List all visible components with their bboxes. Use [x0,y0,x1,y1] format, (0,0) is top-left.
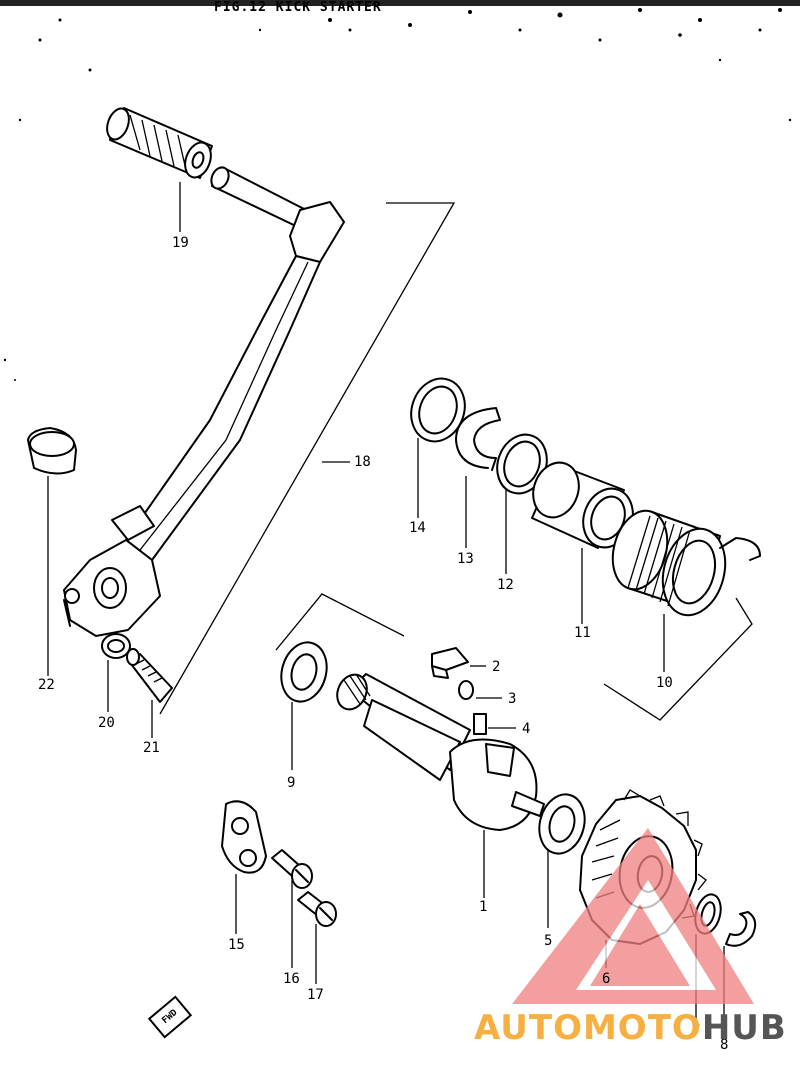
callout-10: 10 [656,675,673,691]
watermark-logo-icon [512,828,754,1004]
callout-13: 13 [457,551,474,567]
part-19-grip [106,107,213,179]
part-21-bolt [126,648,173,703]
part-3-pin [458,680,474,700]
scan-noise [0,0,800,381]
callout-19: 19 [172,235,189,251]
callout-17: 17 [307,987,324,1003]
callout-4: 4 [522,721,531,737]
callout-12: 12 [497,577,514,593]
part-4-spring [473,713,487,735]
watermark-text: AUTOMOTOHUB [474,1008,787,1048]
part-5-washer [538,793,586,855]
part-11-sleeve [531,461,634,549]
part-2-key [431,647,469,679]
figure-title: FIG.12 KICK STARTER [214,0,382,15]
callout-15: 15 [228,937,245,953]
part-1-kick-shaft [336,673,545,831]
callout-18: 18 [354,454,371,470]
callout-8: 8 [720,1037,729,1053]
callout-16: 16 [283,971,300,987]
callout-1: 1 [479,899,488,915]
part-12-washer [496,433,548,495]
callout-3: 3 [508,691,517,707]
watermark-text-b: HUB [701,1008,787,1048]
callout-2: 2 [492,659,501,675]
callout-6: 6 [602,971,611,987]
part-22-cap [27,427,77,475]
callout-9: 9 [287,775,296,791]
part-17-screw [297,891,337,927]
callout-11: 11 [574,625,591,641]
group-brackets [159,202,753,721]
part-16-screw [271,849,313,889]
part-9-washer [280,641,328,703]
callout-21: 21 [143,740,160,756]
part-10-spring [611,509,761,617]
part-14-ring [410,377,466,443]
callout-20: 20 [98,715,115,731]
part-15-plate [221,800,267,874]
part-18-kick-lever [63,166,345,637]
callout-14: 14 [409,520,426,536]
callout-5: 5 [544,933,553,949]
part-20-washer [101,633,131,659]
part-13-circlip [455,407,501,471]
callout-22: 22 [38,677,55,693]
part-8-circlip [725,911,757,947]
callout-7: 7 [692,1023,701,1039]
watermark-text-a: AUTOMOTO [474,1008,702,1048]
